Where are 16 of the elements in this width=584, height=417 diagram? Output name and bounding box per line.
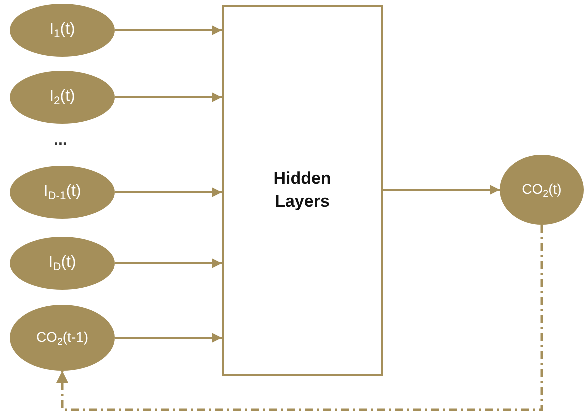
- variable-label: I$_{1}$(t): [50, 20, 76, 40]
- arrow: [115, 188, 222, 198]
- arrow: [115, 333, 222, 343]
- variable-label: I$_{D-1}$(t): [44, 182, 82, 202]
- arrow: [115, 258, 222, 268]
- variable-label: CO$_{2}$(t): [522, 180, 562, 200]
- ellipsis-label: ...: [54, 132, 68, 150]
- arrow: [115, 92, 222, 102]
- process-box: [222, 5, 383, 376]
- variable-label: I$_{2}$(t): [50, 88, 76, 108]
- arrow: [383, 185, 500, 195]
- arrow: [56, 225, 544, 412]
- variable-label: I$_{D}$(t): [48, 254, 76, 274]
- variable-label: CO$_{2}$(t-1): [36, 328, 89, 348]
- arrow: [115, 26, 222, 36]
- box-label: Hidden Layers: [272, 168, 332, 212]
